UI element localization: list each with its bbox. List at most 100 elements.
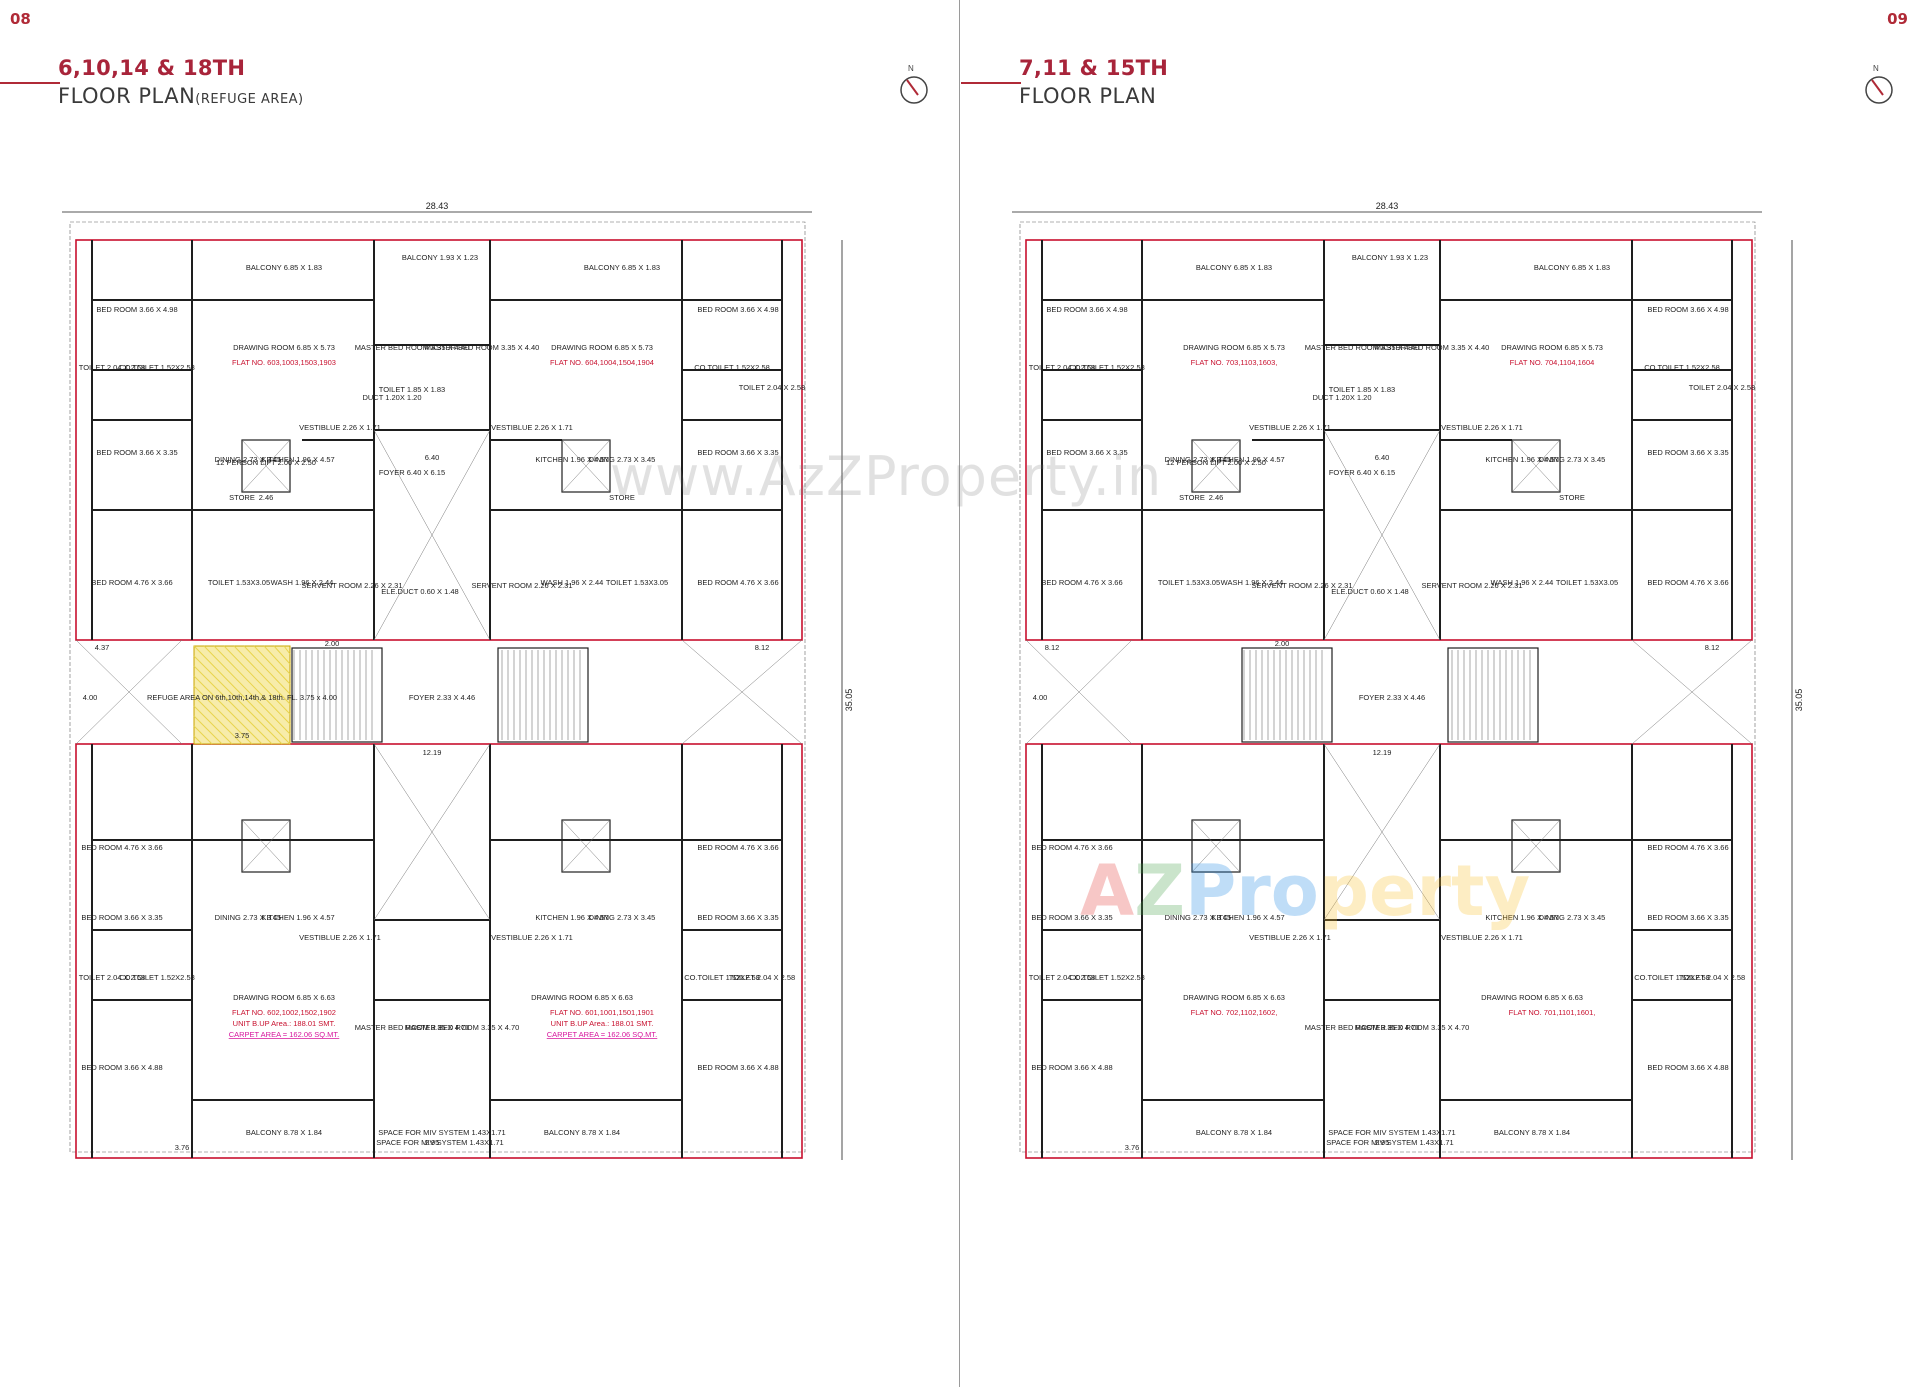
title-rule (961, 82, 1021, 84)
north-compass-icon: N (1863, 62, 1897, 106)
room-label: BED ROOM 4.76 X 3.66 (697, 578, 778, 587)
room-label: ELE.DUCT 0.60 X 1.48 (381, 587, 458, 596)
overall-height-dimension: 35.05 (844, 689, 854, 712)
watermark-text: www.AzZProperty.in (610, 445, 1163, 508)
dimension-label: 2.46 (1209, 493, 1224, 502)
title-rule (0, 82, 60, 84)
room-label: KITCHEN 1.96 X 4.57 (535, 455, 608, 464)
room-label: TOILET 2.04 X 2.58 (79, 363, 145, 372)
room-label: DUCT 1.20X 1.20 (362, 393, 421, 402)
room-label: MASTER BED ROOM 3.35 X 4.70 (1355, 1023, 1470, 1032)
room-label: CO.TOILET 1.52X2.58 (1069, 973, 1145, 982)
room-label: BALCONY 8.78 X 1.84 (1494, 1128, 1570, 1137)
room-label: DRAWING ROOM 6.85 X 6.63 (1481, 993, 1583, 1002)
room-label: BED ROOM 3.66 X 4.98 (697, 305, 778, 314)
room-label: TOILET 2.04 X 2.58 (79, 973, 145, 982)
title-floor-plan: FLOOR PLAN (1019, 84, 1157, 108)
room-label: BALCONY 6.85 X 1.83 (1196, 263, 1272, 272)
room-label: CO.TOILET 1.52X2.58 (119, 973, 195, 982)
dimension-label: 3.76 (1125, 1143, 1140, 1152)
room-label: DRAWING ROOM 6.85 X 5.73 (551, 343, 653, 352)
room-label: WASH 1.96 X 2.44 (1221, 578, 1284, 587)
room-label: TOILET 2.04 X 2.58 (1029, 363, 1095, 372)
dimension-label: 12.19 (1373, 748, 1392, 757)
room-label: ELE.DUCT 0.60 X 1.48 (1331, 587, 1408, 596)
page-number: 09 (1887, 10, 1908, 28)
room-label: BED ROOM 3.66 X 3.35 (1647, 448, 1728, 457)
room-label: FOYER 6.40 X 6.15 (379, 468, 445, 477)
room-label: BED ROOM 3.66 X 3.35 (81, 913, 162, 922)
logo-part: perty (1318, 850, 1531, 932)
room-label: BED ROOM 4.76 X 3.66 (1647, 843, 1728, 852)
room-label: TOILET 1.85 X 1.83 (379, 385, 445, 394)
room-label: SERVENT ROOM 2.26 X 2.31 (301, 581, 402, 590)
room-label: SPACE FOR MIV SYSTEM 1.43X1.71 (378, 1128, 505, 1137)
room-label: BED ROOM 4.76 X 3.66 (1647, 578, 1728, 587)
room-label: KITCHEN 1.96 X 4.57 (1485, 913, 1558, 922)
room-label: BED ROOM 3.66 X 3.35 (96, 448, 177, 457)
room-label: VESTIBLUE 2.26 X 1.71 (1441, 423, 1523, 432)
room-label: DINING 2.73 X 3.45 (215, 455, 282, 464)
room-label: DINING 2.73 X 3.45 (1539, 913, 1606, 922)
north-compass-icon: N (898, 62, 932, 106)
room-label: SPACE FOR MIV SYSTEM 1.43X1.71 (1326, 1138, 1453, 1147)
room-label: KITCHEN 1.96 X 4.57 (1211, 913, 1284, 922)
logo-part: A (1080, 850, 1135, 932)
flat-number-label: FLAT NO. 703,1103,1603, (1191, 358, 1278, 367)
room-label: TOILET 2.04 X 2.58 (739, 383, 805, 392)
room-label: MASTER BED ROOM 3.35 X 4.40 (1375, 343, 1490, 352)
dimension-label: 3.76 (175, 1143, 190, 1152)
room-label: BED ROOM 4.76 X 3.66 (1041, 578, 1122, 587)
carpet-area-label: CARPET AREA = 162.06 SQ.MT. (229, 1030, 340, 1039)
room-label: 12 PERSON LIFT 2.00 X 2.50 (216, 458, 316, 467)
room-label: DUCT 1.20X 1.20 (1312, 393, 1371, 402)
room-label: SERVENT ROOM 2.26 X 2.31 (471, 581, 572, 590)
dimension-label: 8.12 (755, 643, 770, 652)
room-label: STORE (1559, 493, 1585, 502)
room-label: TOILET 2.04 X 2.58 (1679, 973, 1745, 982)
room-label: MASTER BED ROOM 3.35 X 4.70 (1305, 1023, 1420, 1032)
room-label: VESTIBLUE 2.26 X 1.71 (1249, 423, 1331, 432)
flat-number-label: FLAT NO. 604,1004,1504,1904 (550, 358, 654, 367)
room-label: BED ROOM 3.66 X 3.35 (697, 448, 778, 457)
room-label: BED ROOM 3.66 X 4.88 (1647, 1063, 1728, 1072)
room-label: DINING 2.73 X 3.45 (1165, 913, 1232, 922)
room-label: BED ROOM 3.66 X 4.88 (1031, 1063, 1112, 1072)
page-title: 6,10,14 & 18TH FLOOR PLAN(REFUGE AREA) (58, 54, 304, 114)
dimension-label: 4.00 (83, 693, 98, 702)
room-label: MASTER BED ROOM 3.35 X 4.70 (405, 1023, 520, 1032)
title-suffix: (REFUGE AREA) (195, 92, 304, 107)
room-label: BALCONY 8.78 X 1.84 (1196, 1128, 1272, 1137)
room-label: BED ROOM 4.76 X 3.66 (697, 843, 778, 852)
room-label: KITCHEN 1.96 X 4.57 (261, 455, 334, 464)
room-label: STORE (229, 493, 255, 502)
left-page: 08 6,10,14 & 18TH FLOOR PLAN(REFUGE AREA… (0, 0, 959, 1387)
dimension-label: 6.40 (1375, 453, 1390, 462)
dimension-label: 2.95 (1375, 1138, 1390, 1147)
room-label: BED ROOM 3.66 X 4.98 (96, 305, 177, 314)
room-label: DRAWING ROOM 6.85 X 6.63 (531, 993, 633, 1002)
room-label: TOILET 2.04 X 2.58 (1689, 383, 1755, 392)
room-label: BALCONY 6.85 X 1.83 (1534, 263, 1610, 272)
room-label: CO.TOILET 1.52X2.58 (694, 363, 770, 372)
room-label: TOILET 2.04 X 2.58 (729, 973, 795, 982)
room-label: MASTER BED ROOM 3.35 X 4.70 (355, 1023, 470, 1032)
room-label: FOYER 6.40 X 6.15 (1329, 468, 1395, 477)
room-label: VESTIBLUE 2.26 X 1.71 (491, 933, 573, 942)
room-label: DRAWING ROOM 6.85 X 5.73 (1183, 343, 1285, 352)
room-label: CO.TOILET 1.52X2.58 (684, 973, 760, 982)
room-label: VESTIBLUE 2.26 X 1.71 (299, 933, 381, 942)
watermark-logo: AZProperty (1080, 850, 1530, 932)
room-label: BED ROOM 3.66 X 4.98 (1046, 305, 1127, 314)
room-label: DRAWING ROOM 6.85 X 6.63 (1183, 993, 1285, 1002)
room-label: BED ROOM 3.66 X 4.88 (697, 1063, 778, 1072)
room-label: WASH 1.96 X 2.44 (1491, 578, 1554, 587)
room-label: WASH 1.96 X 2.44 (271, 578, 334, 587)
room-label: CO.TOILET 1.52X2.58 (1644, 363, 1720, 372)
room-label: MASTER BED ROOM 3.35 X 4.40 (1305, 343, 1420, 352)
room-label: BALCONY 6.85 X 1.83 (584, 263, 660, 272)
room-label: BED ROOM 3.66 X 3.35 (697, 913, 778, 922)
room-label: BED ROOM 4.76 X 3.66 (1031, 843, 1112, 852)
